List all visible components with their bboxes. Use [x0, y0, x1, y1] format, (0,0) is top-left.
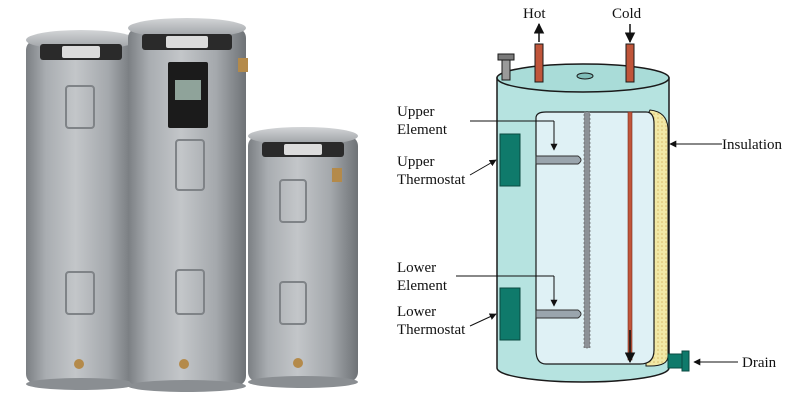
water-heater-cutaway-diagram: Hot Cold Upper Element Upper Thermostat … [397, 6, 782, 383]
drain-valve [667, 350, 690, 372]
water-heater-left [26, 30, 136, 390]
dip-tube [627, 111, 633, 361]
label-upper-element-line2: Element [397, 122, 448, 138]
label-upper-thermostat-line1: Upper [397, 154, 435, 170]
lcd-screen-icon [175, 80, 201, 100]
lower-heating-element [535, 309, 582, 319]
anode-rod [583, 111, 591, 349]
relief-valve-icon [238, 58, 248, 72]
label-upper-element-line1: Upper [397, 104, 435, 120]
relief-valve-icon [497, 53, 515, 81]
upper-thermostat [499, 133, 521, 187]
label-lower-thermostat-line2: Thermostat [397, 322, 466, 338]
label-hot: Hot [523, 6, 546, 22]
water-heater-middle [128, 18, 248, 392]
tank-inner-cavity [535, 111, 655, 365]
label-upper-thermostat-line2: Thermostat [397, 172, 466, 188]
label-lower-thermostat-line1: Lower [397, 304, 436, 320]
hot-water-pipe [534, 43, 544, 83]
upper-heating-element [535, 155, 582, 165]
label-insulation: Insulation [722, 137, 782, 153]
label-lower-element-line2: Element [397, 278, 448, 294]
water-heater-right [248, 127, 358, 388]
label-cold: Cold [612, 6, 642, 22]
relief-valve-icon [332, 168, 342, 182]
label-lower-element-line1: Lower [397, 260, 436, 276]
water-heaters-photo [26, 18, 358, 392]
label-drain: Drain [742, 355, 777, 371]
lower-thermostat [499, 287, 521, 341]
